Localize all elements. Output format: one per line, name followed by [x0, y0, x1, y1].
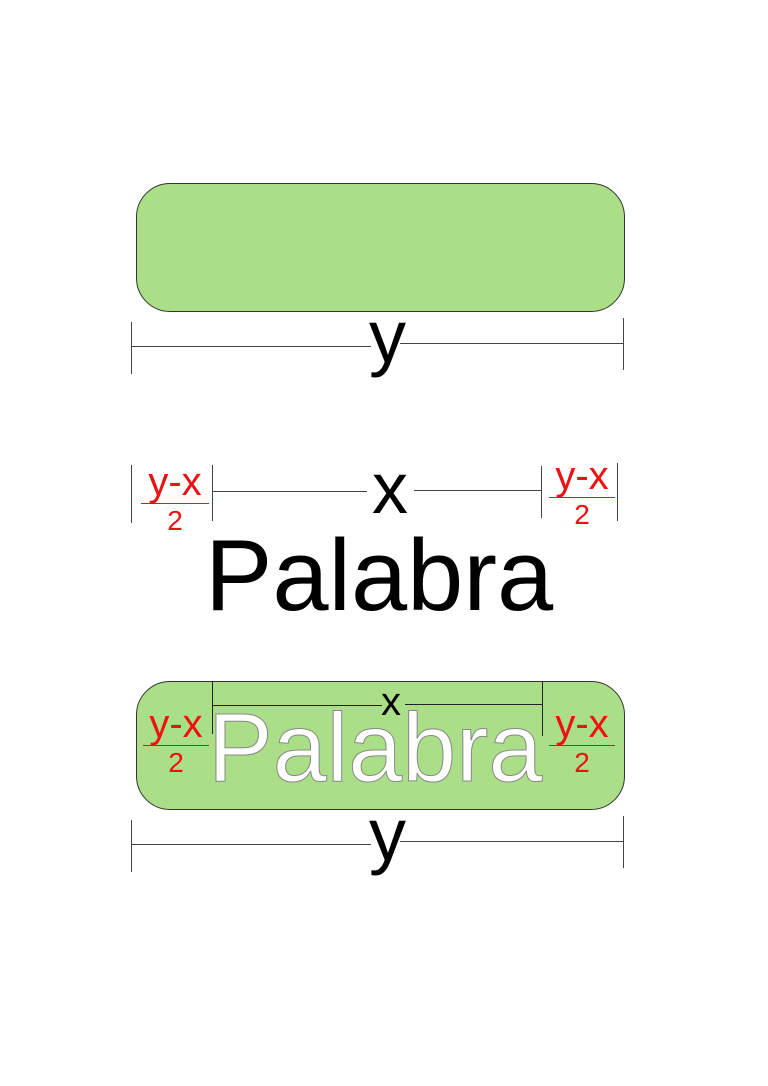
mid-word: Palabra [205, 520, 554, 632]
bottom-dim-line-right [400, 841, 623, 842]
fraction-numerator: y-x [148, 460, 202, 504]
fraction-denominator: 2 [574, 499, 590, 530]
bottom-dim-right-tick [623, 816, 624, 868]
bottom-width-label: y [369, 793, 406, 876]
bottom-green-box [136, 681, 625, 810]
bottom-right-inner-tick [542, 682, 543, 736]
fraction-bar [143, 745, 209, 746]
fraction-denominator: 2 [574, 747, 590, 778]
bottom-dim-line-left [131, 844, 371, 845]
top-dim-line-right [400, 343, 623, 344]
top-width-label: y [369, 295, 406, 378]
top-dim-left-tick [131, 322, 132, 374]
mid-right-outer-tick [617, 463, 618, 521]
fraction-numerator: y-x [149, 702, 203, 746]
fraction-numerator: y-x [555, 702, 609, 746]
bottom-inner-dim-line-right [405, 704, 542, 705]
bottom-left-inner-tick [212, 682, 213, 734]
mid-right-fraction: y-x 2 [549, 456, 615, 529]
bottom-inner-dim-line-left [212, 705, 382, 706]
mid-left-outer-tick [131, 465, 132, 523]
mid-left-inner-tick [212, 465, 213, 521]
bottom-left-fraction: y-x 2 [143, 704, 209, 777]
fraction-denominator: 2 [168, 747, 184, 778]
mid-left-fraction: y-x 2 [141, 462, 209, 535]
fraction-bar [549, 745, 615, 746]
mid-right-inner-tick [541, 466, 542, 518]
mid-dim-line-right [414, 490, 541, 491]
mid-width-label: x [372, 449, 408, 529]
bottom-inner-width-label: x [381, 680, 401, 724]
bottom-right-fraction: y-x 2 [549, 704, 615, 777]
bottom-dim-left-tick [131, 820, 132, 872]
top-dim-line-left [131, 346, 371, 347]
top-green-box [136, 183, 625, 312]
fraction-bar [549, 497, 615, 498]
bottom-word: Palabra [207, 693, 543, 802]
top-dim-right-tick [623, 318, 624, 370]
fraction-numerator: y-x [555, 454, 609, 498]
fraction-bar [141, 503, 209, 504]
mid-dim-line-left [212, 491, 367, 492]
fraction-denominator: 2 [167, 505, 183, 536]
